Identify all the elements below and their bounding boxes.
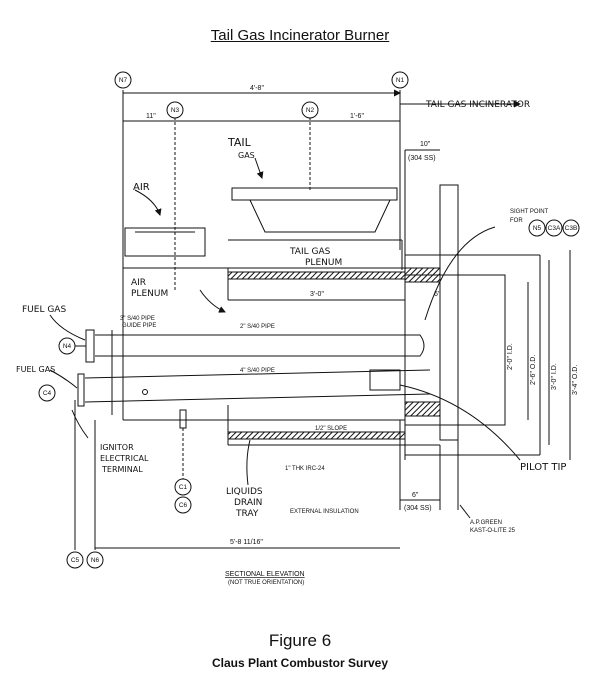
- nozzle-n1-label: N1: [396, 77, 405, 84]
- dim-ten-inch: 10": [420, 141, 431, 148]
- nozzle-c1-label: C1: [179, 484, 188, 491]
- label-apgreen-2: KAST-O-LITE 25: [470, 528, 516, 534]
- plenum-refractory-top: [227, 271, 406, 280]
- tail-gas-inlet: [249, 199, 391, 233]
- dim-id-2: 2'-0" I.D.: [507, 343, 514, 370]
- dim-six-inch-bot: 6": [412, 492, 419, 499]
- pipe-4in-top: [84, 369, 431, 379]
- nozzle-n2-circle: [301, 101, 319, 119]
- plenum-refractory-bottom: [227, 431, 406, 440]
- nozzle-n7-circle: [114, 71, 132, 89]
- nozzle-c5-circle: [66, 551, 84, 569]
- nozzle-c5-label: C5: [71, 557, 80, 564]
- fuel-gas-1-leader: [49, 314, 86, 341]
- dim-plenum-len: 3'-0": [310, 291, 324, 298]
- label-tail-gas-plenum-1: TAIL GAS: [289, 247, 331, 257]
- nozzle-c3b-label: C3B: [565, 225, 578, 232]
- label-fuel-gas-2: FUEL GAS: [16, 365, 55, 374]
- nozzle-c6-label: C6: [179, 502, 188, 509]
- front-refractory-bottom: [404, 401, 441, 417]
- label-liquids-1: LIQUIDS: [226, 487, 263, 497]
- nozzle-n6-label: N6: [91, 557, 100, 564]
- label-ignitor-2: ELECTRICAL: [100, 454, 149, 463]
- label-ignitor-1: IGNITOR: [100, 443, 134, 452]
- nozzle-n7-label: N7: [119, 77, 128, 84]
- label-fuel-gas-1: FUEL GAS: [22, 305, 66, 315]
- dim-bottom-len: 5'-8 11/16": [230, 539, 263, 546]
- tail-gas-flange: [231, 187, 398, 201]
- label-insulation-thk: 1" THK IRC-24: [285, 466, 325, 472]
- label-slope: 1/2" SLOPE: [315, 426, 347, 432]
- label-section-1: SECTIONAL ELEVATION: [225, 571, 305, 578]
- nozzle-n6-circle: [86, 551, 104, 569]
- page-title: Tail Gas Incinerator Burner: [210, 27, 390, 44]
- label-pipe-4in: 4" S/40 PIPE: [240, 368, 275, 374]
- pipe-2in: [95, 334, 425, 357]
- ignitor-flange: [77, 373, 85, 407]
- nozzle-c1-circle: [174, 478, 192, 496]
- drain-nozzle: [179, 409, 187, 429]
- label-ext-insulation: EXTERNAL INSULATION: [290, 509, 359, 515]
- tail-gas-arrow: [254, 157, 264, 179]
- label-air: AIR: [133, 182, 150, 193]
- pipe-fitting: [142, 389, 148, 395]
- nozzle-n1-circle: [391, 71, 409, 89]
- label-air-plenum-2: PLENUM: [131, 289, 168, 299]
- nozzle-c4-circle: [38, 384, 56, 402]
- nozzle-c4-label: C4: [43, 390, 52, 397]
- nozzle-n4-circle: [58, 337, 76, 355]
- fuel-gas-2-leader: [49, 369, 78, 389]
- label-tail-gas-plenum-2: PLENUM: [305, 258, 342, 268]
- nozzle-c3b-circle: [562, 219, 580, 237]
- pilot-assembly: [369, 369, 401, 391]
- nozzle-c3a-circle: [545, 219, 563, 237]
- air-arrow: [134, 189, 162, 216]
- label-pilot-tip: PILOT TIP: [520, 462, 566, 473]
- dim-od-2-6: 2'-6" O.D.: [530, 355, 537, 385]
- label-ignitor-3: TERMINAL: [101, 465, 143, 474]
- pilot-tip-leader: [399, 384, 521, 461]
- label-apgreen-1: A.P.GREEN: [470, 520, 502, 526]
- dim-ss304-bot: (304 SS): [404, 505, 432, 512]
- label-liquids-3: TRAY: [235, 509, 259, 519]
- sight-point-leader: [424, 226, 496, 321]
- nozzle-n3-circle: [166, 101, 184, 119]
- label-air-plenum-1: AIR: [131, 278, 146, 288]
- apgreen-leader: [459, 504, 471, 519]
- label-sight-point-2: FOR: [510, 218, 523, 224]
- dim-right-top: 1'-6": [350, 113, 364, 120]
- label-gas: GAS: [238, 151, 255, 160]
- figure-number: Figure 6: [268, 631, 332, 650]
- label-sight-point-1: SIGHT POINT: [510, 209, 549, 215]
- nozzle-n2-label: N2: [306, 107, 315, 114]
- label-pipe-2in: 2" S/40 PIPE: [240, 324, 275, 330]
- nozzle-c6-circle: [174, 496, 192, 514]
- drain-tray-leader: [246, 439, 251, 486]
- air-plenum-arrow: [199, 289, 226, 313]
- dim-six-inch-top: 6": [434, 291, 441, 298]
- nozzle-n5-circle: [528, 219, 546, 237]
- figure-subtitle: Claus Plant Combustor Survey: [211, 656, 389, 670]
- nozzle-n4-label: N4: [63, 343, 72, 350]
- dim-left-top: 11": [146, 113, 156, 120]
- label-liquids-2: DRAIN: [234, 498, 262, 508]
- air-inlet-box: [124, 227, 206, 257]
- label-guide-pipe-2: GUIDE PIPE: [122, 323, 156, 329]
- label-tail-gas-incinerator: TAIL GAS INCINERATOR: [425, 100, 530, 110]
- dim-ss304-top: (304 SS): [408, 155, 436, 162]
- front-refractory-top: [404, 267, 441, 283]
- nozzle-c3a-label: C3A: [548, 225, 561, 232]
- dim-id-3: 3'-0" I.D.: [551, 363, 558, 390]
- dim-od-3-4: 3'-4" O.D.: [572, 365, 579, 395]
- nozzle-n3-label: N3: [171, 107, 180, 114]
- nozzle-n5-label: N5: [533, 225, 542, 232]
- label-tail: TAIL: [227, 136, 252, 149]
- pipe-4in-bottom: [84, 393, 431, 403]
- fuel-gas-flange: [85, 329, 95, 363]
- dim-overall-top: 4'-8": [250, 85, 264, 92]
- label-section-2: (NOT TRUE ORIENTATION): [228, 580, 304, 586]
- ignitor-leader: [71, 409, 89, 439]
- label-guide-pipe-1: 3" S/40 PIPE: [120, 316, 155, 322]
